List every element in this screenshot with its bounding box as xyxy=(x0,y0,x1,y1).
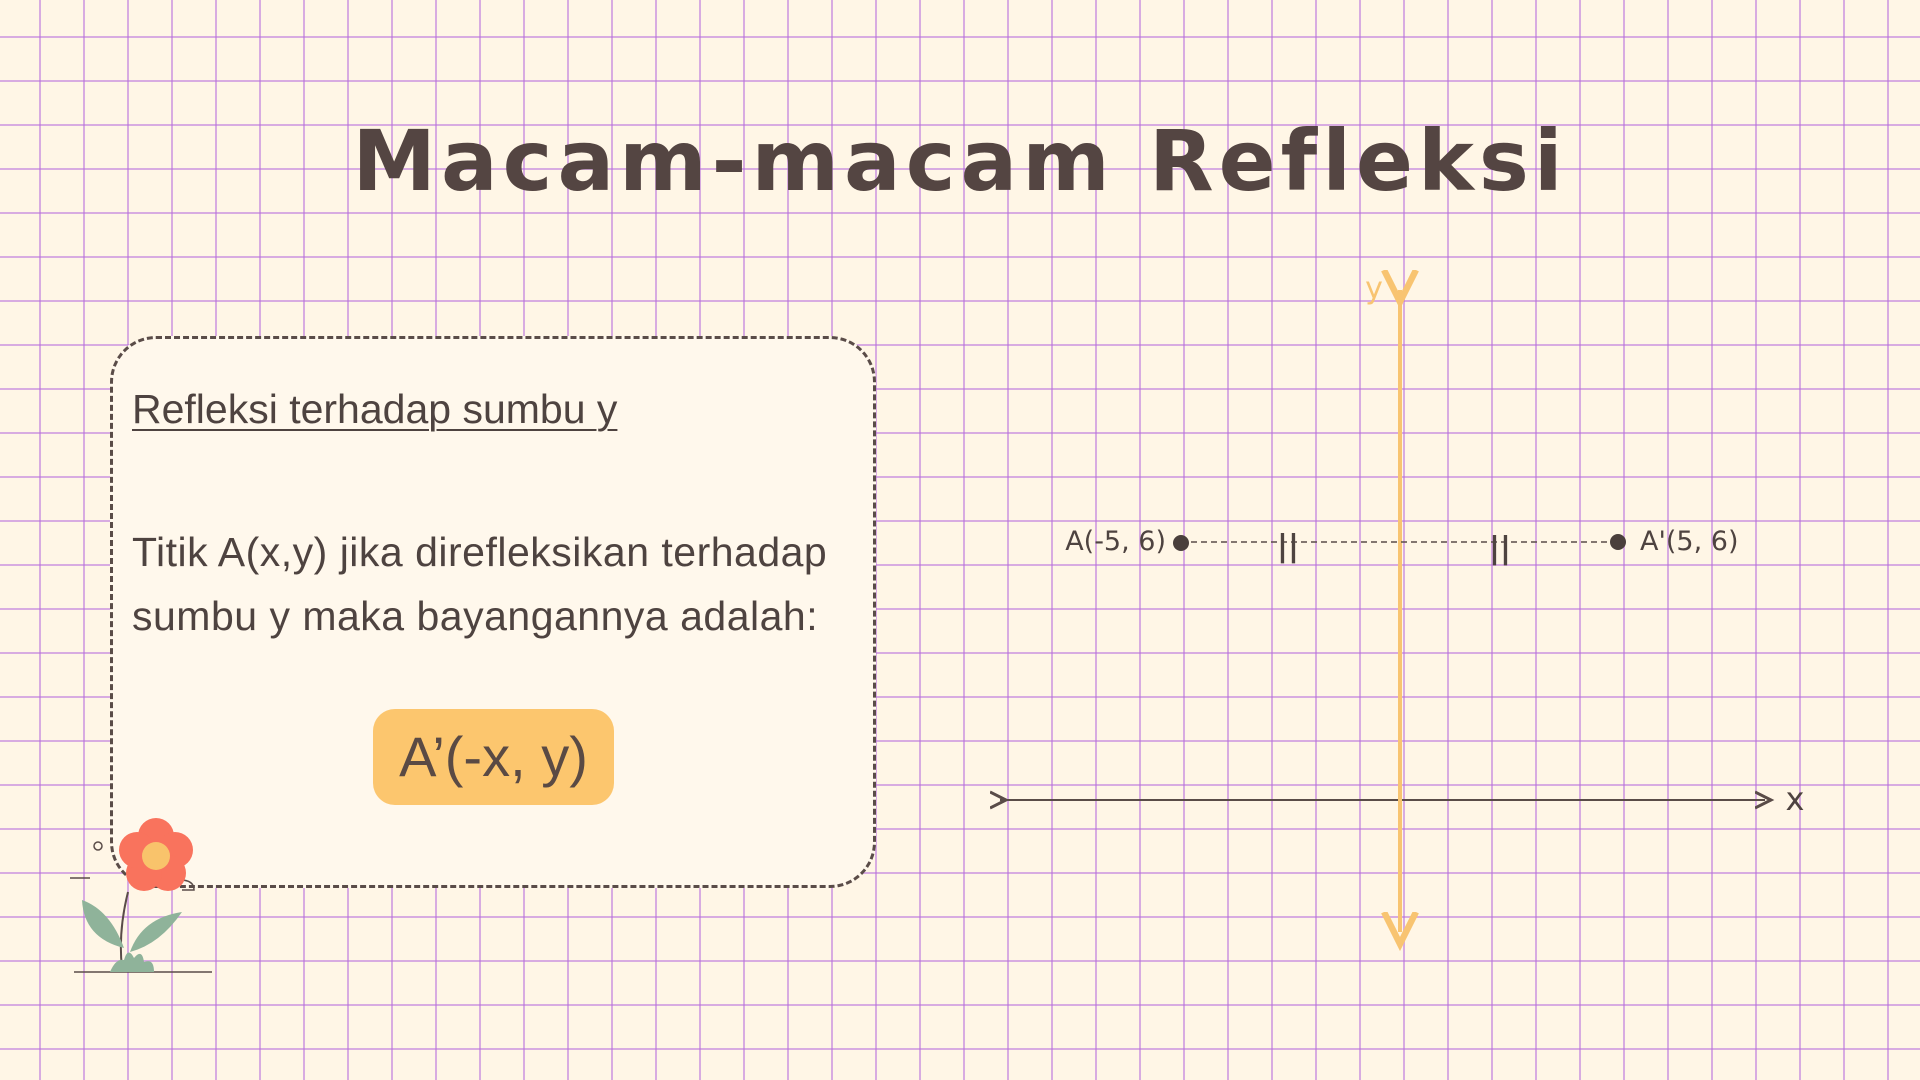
point-image xyxy=(1610,534,1626,550)
equal-mark-left: || xyxy=(1277,529,1299,564)
y-axis-label: y xyxy=(1365,271,1383,306)
point-original-label: A(-5, 6) xyxy=(1065,526,1166,557)
x-axis-label: x xyxy=(1786,780,1805,818)
point-original xyxy=(1173,535,1189,551)
equal-mark-right: || xyxy=(1489,531,1511,566)
point-image-label: A'(5, 6) xyxy=(1640,526,1738,557)
description-line-2: sumbu y maka bayangannya adalah: xyxy=(132,593,819,639)
page-title: Macam-macam Refleksi xyxy=(352,112,1568,210)
description-line-1: Titik A(x,y) jika direfleksikan terhadap xyxy=(132,529,828,575)
card-heading: Refleksi terhadap sumbu y xyxy=(132,386,618,432)
card-description: Titik A(x,y) jika direfleksikan terhadap… xyxy=(132,520,872,648)
formula-badge: A’(-x, y) xyxy=(373,709,614,805)
flower-icon xyxy=(70,818,212,973)
